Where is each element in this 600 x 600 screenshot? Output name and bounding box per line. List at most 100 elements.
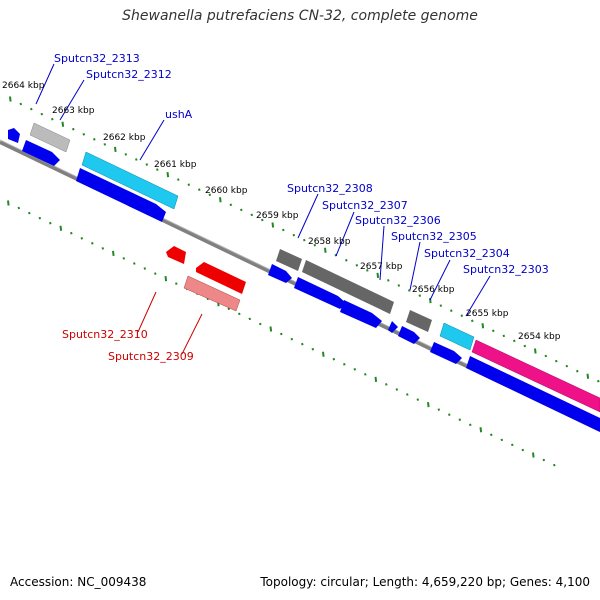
scale-tick-lower xyxy=(332,357,336,361)
leader-sputcn32-2310 xyxy=(137,291,157,333)
scale-tick-upper xyxy=(93,138,96,141)
gene-sputcn32-2307-box[interactable] xyxy=(302,260,394,314)
scale-tick-upper xyxy=(303,238,306,242)
scale-tick-lower xyxy=(416,398,420,401)
forward-leader-lines xyxy=(35,63,491,317)
scale-tick-upper xyxy=(82,133,86,136)
scale-tick-lower xyxy=(80,237,84,240)
scale-tick-upper xyxy=(492,329,495,333)
scale-tick-upper xyxy=(250,213,254,217)
scale-tick-lower xyxy=(311,347,315,351)
scale-tick-lower xyxy=(164,275,168,282)
gene-sputcn32-2310-arrow[interactable] xyxy=(166,246,186,264)
gene-label-sputcn32-2309[interactable]: Sputcn32_2309 xyxy=(108,350,194,363)
gene-usha-cds[interactable] xyxy=(76,168,166,222)
gene-sputcn32-2313-arrow[interactable] xyxy=(8,128,20,143)
scale-tick-upper xyxy=(450,309,453,312)
scale-tick-lower xyxy=(479,427,483,433)
kbp-label-2657: 2657 kbp xyxy=(360,262,403,272)
gene-sputcn32-2304-cds[interactable] xyxy=(430,342,462,364)
scale-tick-upper xyxy=(282,228,285,232)
gene-label-sputcn32-2304[interactable]: Sputcn32_2304 xyxy=(424,247,510,260)
scale-tick-upper xyxy=(40,112,44,116)
gene-label-sputcn32-2312[interactable]: Sputcn32_2312 xyxy=(86,68,172,81)
leader-sputcn32-2306 xyxy=(379,225,385,281)
scale-tick-upper xyxy=(177,178,180,181)
scale-tick-upper xyxy=(597,379,600,383)
scale-tick-lower xyxy=(17,206,21,210)
scale-tick-lower xyxy=(280,332,283,336)
gene-sputcn32-2308-cds[interactable] xyxy=(268,264,292,283)
gene-label-usha[interactable]: ushA xyxy=(165,108,193,121)
gene-label-sputcn32-2305[interactable]: Sputcn32_2305 xyxy=(391,230,477,243)
gene-sputcn32-2303-cds[interactable] xyxy=(466,356,600,432)
scale-tick-upper xyxy=(555,359,558,363)
kbp-label-2663: 2663 kbp xyxy=(52,106,95,116)
kbp-label-2655: 2655 kbp xyxy=(466,309,509,319)
gene-sputcn32-2308-box[interactable] xyxy=(276,249,302,271)
scale-tick-upper xyxy=(544,354,548,358)
gene-label-sputcn32-2310[interactable]: Sputcn32_2310 xyxy=(62,328,148,341)
gene-sputcn32-2309-cds[interactable] xyxy=(196,262,246,294)
scale-tick-upper xyxy=(355,264,359,267)
scale-tick-lower xyxy=(521,448,525,452)
gene-sputcn32-2305-cds[interactable] xyxy=(398,326,420,344)
gene-label-sputcn32-2306[interactable]: Sputcn32_2306 xyxy=(355,214,441,227)
scale-tick-lower xyxy=(259,322,262,326)
gene-usha-box[interactable] xyxy=(81,151,179,210)
scale-tick-lower xyxy=(38,216,42,220)
gene-sputcn32-2305-arrow[interactable] xyxy=(388,321,398,333)
gene-sputcn32-2304-box[interactable] xyxy=(439,322,475,351)
gene-sputcn32-2306-cds[interactable] xyxy=(340,300,382,328)
gene-sputcn32-2309-box[interactable] xyxy=(183,275,241,312)
leader-sputcn32-2305 xyxy=(409,241,421,291)
scale-tick-upper xyxy=(9,96,12,102)
gene-sputcn32-2312-cds[interactable] xyxy=(22,140,60,166)
leader-sputcn32-2312 xyxy=(59,79,85,121)
gene-sputcn32-2303-box[interactable] xyxy=(471,339,600,413)
scale-tick-upper xyxy=(586,373,590,379)
scale-tick-lower xyxy=(353,368,357,371)
scale-tick-upper xyxy=(576,369,579,373)
scale-tick-upper xyxy=(387,279,390,282)
scale-tick-upper xyxy=(418,294,422,297)
scale-tick-lower xyxy=(385,383,388,386)
scale-tick-upper xyxy=(481,323,485,329)
scale-tick-lower xyxy=(70,231,73,235)
scale-tick-lower xyxy=(227,307,231,311)
gene-sputcn32-2312-box[interactable] xyxy=(29,122,71,153)
kbp-label-2654: 2654 kbp xyxy=(518,332,561,342)
gene-sputcn32-2307-cds[interactable] xyxy=(294,277,346,309)
leader-sputcn32-2307 xyxy=(335,211,355,257)
gene-label-sputcn32-2308[interactable]: Sputcn32_2308 xyxy=(287,182,373,195)
scale-tick-upper xyxy=(166,171,170,178)
tick-row-lower xyxy=(7,200,556,467)
scale-tick-lower xyxy=(458,418,462,421)
tick-row-upper xyxy=(9,96,600,383)
scale-tick-upper xyxy=(471,319,474,323)
gene-label-sputcn32-2303[interactable]: Sputcn32_2303 xyxy=(463,263,549,276)
scale-tick-lower xyxy=(49,221,52,225)
scale-tick-upper xyxy=(19,102,23,106)
scale-tick-upper xyxy=(565,364,569,368)
scale-tick-upper xyxy=(408,289,411,292)
scale-tick-lower xyxy=(437,408,441,411)
leader-usha xyxy=(139,119,165,161)
scale-tick-lower xyxy=(133,262,136,265)
scale-tick-upper xyxy=(51,117,54,121)
scale-tick-upper xyxy=(292,233,296,237)
scale-tick-upper xyxy=(324,247,327,253)
scale-tick-upper xyxy=(61,121,65,127)
scale-tick-upper xyxy=(103,143,107,146)
kbp-label-2656: 2656 kbp xyxy=(412,285,455,295)
scale-tick-upper xyxy=(30,107,33,111)
gene-label-sputcn32-2307[interactable]: Sputcn32_2307 xyxy=(322,199,408,212)
scale-tick-upper xyxy=(366,269,369,272)
scale-tick-lower xyxy=(532,452,535,458)
gene-label-sputcn32-2313[interactable]: Sputcn32_2313 xyxy=(54,52,140,65)
gene-sputcn32-2305-box[interactable] xyxy=(406,310,432,332)
scale-tick-lower xyxy=(269,326,273,332)
scale-tick-upper xyxy=(219,197,222,203)
scale-tick-lower xyxy=(395,388,399,391)
kbp-label-2659: 2659 kbp xyxy=(256,211,299,221)
